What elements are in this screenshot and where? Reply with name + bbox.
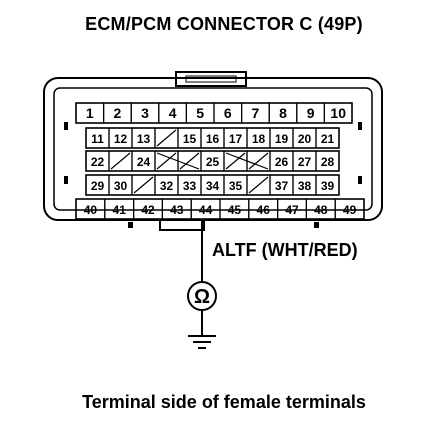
ohm-icon: Ω <box>194 286 210 308</box>
terminal-number: 39 <box>321 179 335 193</box>
terminal-number: 20 <box>298 132 312 146</box>
terminal-number: 40 <box>84 203 98 217</box>
unused-terminal-mark <box>225 152 246 170</box>
terminal-number: 6 <box>224 105 232 121</box>
terminal-number: 30 <box>114 179 128 193</box>
terminal-number: 5 <box>196 105 204 121</box>
unused-terminal-mark <box>156 129 177 147</box>
terminal-number: 24 <box>137 155 151 169</box>
terminal-number: 8 <box>279 105 287 121</box>
terminal-number: 21 <box>321 132 335 146</box>
terminal-number: 13 <box>137 132 151 146</box>
terminal-cell <box>315 127 340 149</box>
terminal-number: 11 <box>91 132 104 146</box>
terminal-cell <box>315 150 340 172</box>
terminal-number: 29 <box>91 179 105 193</box>
terminal-number: 3 <box>141 105 149 121</box>
terminal-cell <box>334 198 365 220</box>
terminal-number: 44 <box>199 203 213 217</box>
terminal-number: 41 <box>113 203 127 217</box>
terminal-number: 4 <box>169 105 177 121</box>
housing-pegs <box>64 122 362 228</box>
terminal-number: 18 <box>252 132 266 146</box>
terminal-number: 33 <box>183 179 197 193</box>
terminal-number: 2 <box>114 105 122 121</box>
terminal-number: 28 <box>321 155 335 169</box>
diagram-caption: Terminal side of female terminals <box>82 392 366 412</box>
unused-terminal-mark <box>248 152 269 170</box>
terminal-number: 48 <box>314 203 328 217</box>
terminal-cell <box>315 174 340 196</box>
terminal-number: 49 <box>343 203 357 217</box>
diagram-title: ECM/PCM CONNECTOR C (49P) <box>85 14 363 34</box>
terminal-number: 34 <box>206 179 220 193</box>
terminal-number: 25 <box>206 155 220 169</box>
terminal-number: 22 <box>91 155 105 169</box>
terminal-number: 47 <box>285 203 299 217</box>
housing-inner <box>53 87 373 211</box>
terminal-number: 26 <box>275 155 289 169</box>
unused-terminal-mark <box>179 152 200 170</box>
terminal-number: 37 <box>275 179 289 193</box>
terminal-number: 12 <box>114 132 128 146</box>
terminal-number: 45 <box>228 203 242 217</box>
unused-terminal-mark <box>133 176 154 194</box>
terminal-number: 38 <box>298 179 312 193</box>
terminal-number: 17 <box>229 132 243 146</box>
terminal-number: 46 <box>257 203 271 217</box>
test-circuit <box>187 220 217 349</box>
terminal-number: 27 <box>298 155 312 169</box>
housing-outer <box>43 77 383 221</box>
unused-terminal-mark <box>248 176 269 194</box>
terminal-number: 16 <box>206 132 220 146</box>
terminal-number: 9 <box>307 105 315 121</box>
locking-tab-inner <box>185 75 237 83</box>
terminal-cell <box>323 102 353 124</box>
bottom-key <box>159 219 205 231</box>
unused-terminal-mark <box>156 152 177 170</box>
terminal-number: 10 <box>330 105 346 121</box>
terminal-number: 32 <box>160 179 174 193</box>
terminal-number: 19 <box>275 132 289 146</box>
terminal-number: 43 <box>170 203 184 217</box>
wire-label: ALTF (WHT/RED) <box>212 240 358 260</box>
locking-tab <box>175 71 247 87</box>
unused-terminal-mark <box>110 152 131 170</box>
terminal-number: 15 <box>183 132 197 146</box>
terminal-number: 42 <box>141 203 155 217</box>
unused-terminal-mark <box>156 152 200 170</box>
terminal-number: 7 <box>252 105 260 121</box>
connector-housing <box>43 71 383 231</box>
terminal-number: 1 <box>86 105 94 121</box>
terminal-number: 35 <box>229 179 243 193</box>
unused-terminal-mark <box>225 152 269 170</box>
